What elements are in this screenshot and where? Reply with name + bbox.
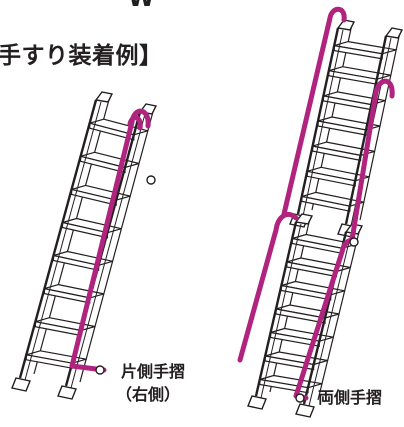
upper-top-hook-right <box>384 27 404 39</box>
lower-left-stringer-edge <box>260 223 302 399</box>
upper-right-stringer <box>344 35 388 225</box>
single-top-hook-left <box>94 91 114 103</box>
section-heading: 手すり装着例】 <box>0 43 163 69</box>
lower-right-stringer-edge <box>308 233 352 407</box>
lower-top-hook-left <box>294 213 314 225</box>
single-right-back-stringer <box>79 107 155 383</box>
upper-left-handrail <box>281 6 347 217</box>
double-handrail-caption: 両側手摺 <box>318 388 383 407</box>
upper-left-stringer <box>296 27 340 215</box>
single-foot-right <box>57 385 77 400</box>
upper-right-handrail <box>349 78 395 243</box>
lower-left-handrail <box>237 212 299 363</box>
single-rail-bracket <box>146 175 156 185</box>
upper-top-hook-left <box>336 19 356 31</box>
single-handrail-side-note: （右側） <box>116 385 181 404</box>
top-fragment-text: W <box>128 0 154 12</box>
double-handrail-ladder <box>237 6 404 418</box>
double-rail-foot-bracket <box>295 393 305 403</box>
double-rail-joint <box>349 237 359 247</box>
single-left-stringer <box>18 99 98 379</box>
single-handrail-caption: 片側手摺 <box>121 362 186 381</box>
lower-foot-right <box>295 403 315 418</box>
single-right-stringer-edge <box>70 113 146 389</box>
lower-foot-left <box>247 395 267 410</box>
upper-left-stringer-edge <box>302 29 344 217</box>
single-foot-left <box>11 377 31 392</box>
single-handrail-return <box>127 115 143 131</box>
lower-left-stringer <box>254 221 298 397</box>
single-left-stringer-edge <box>24 101 102 381</box>
single-rail-foot-bracket <box>95 365 105 375</box>
single-handrail-ladder <box>11 91 158 400</box>
